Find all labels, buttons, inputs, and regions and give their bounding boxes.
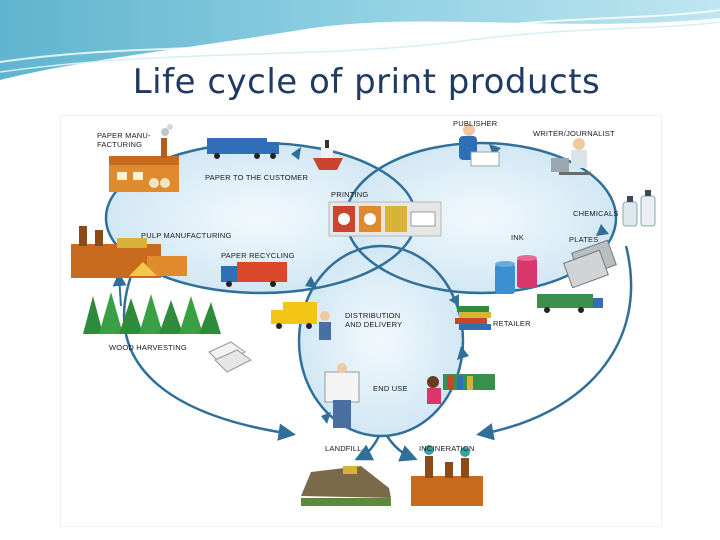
label-landfill: LANDFILL	[325, 444, 362, 453]
label-publisher: PUBLISHER	[453, 119, 498, 128]
arrow-to-landfill	[354, 435, 381, 461]
arrow-to-incineration	[385, 435, 418, 462]
label-writer-journalist: WRITER/JOURNALIST	[533, 129, 615, 138]
printing-press-icon	[328, 201, 442, 237]
forest-icon	[83, 292, 221, 334]
landfill-icon	[301, 466, 391, 506]
label-paper-to-customer: PAPER TO THE CUSTOMER	[205, 173, 308, 182]
reader-person-icon	[324, 363, 360, 428]
left-loop-fill	[106, 143, 416, 293]
supply-truck-icon	[537, 294, 603, 313]
label-paper-recycling: PAPER RECYCLING	[221, 251, 295, 260]
label-distribution-2: AND DELIVERY	[345, 320, 402, 329]
incineration-plant-icon	[411, 445, 483, 506]
label-end-use: END USE	[373, 384, 408, 393]
recycling-truck-icon	[221, 262, 287, 287]
label-pulp-manufacturing: PULP MANUFACTURING	[141, 231, 232, 240]
ink-barrels-icon	[495, 255, 537, 294]
pulp-mill-icon	[71, 226, 187, 278]
cargo-ship-icon	[313, 140, 343, 170]
slide-title: Life cycle of print products	[132, 62, 601, 102]
outer-arc-left	[122, 275, 296, 441]
waste-paper-icon	[208, 341, 252, 373]
life-cycle-diagram: PAPER MANU- FACTURING PAPER TO THE CUSTO…	[60, 115, 662, 527]
label-chemicals: CHEMICALS	[573, 209, 619, 218]
reading-girl-icon	[427, 374, 495, 404]
delivery-truck-icon	[207, 138, 279, 159]
label-retailer: RETAILER	[493, 319, 531, 328]
paper-factory-icon	[109, 124, 179, 192]
header-wave-decoration	[0, 0, 720, 80]
printing-plates-icon	[563, 239, 617, 289]
label-ink: INK	[511, 233, 524, 242]
label-wood-harvesting: WOOD HARVESTING	[109, 343, 187, 352]
label-incineration: INCINERATION	[419, 444, 475, 453]
arrow-wood-to-pulp	[112, 272, 127, 307]
writer-icon	[551, 138, 591, 175]
label-paper-manufacturing-2: FACTURING	[97, 140, 142, 149]
lower-loop-arrow	[297, 244, 465, 438]
label-paper-manufacturing-1: PAPER MANU-	[97, 131, 151, 140]
publisher-icon	[459, 124, 500, 167]
label-plates: PLATES	[569, 235, 598, 244]
retailer-books-icon	[455, 306, 491, 330]
distribution-van-icon	[271, 302, 331, 340]
outer-arc-right	[476, 245, 633, 441]
label-printing: PRINTING	[331, 190, 368, 199]
chemicals-bottles-icon	[622, 190, 656, 227]
label-distribution-1: DISTRIBUTION	[345, 311, 400, 320]
